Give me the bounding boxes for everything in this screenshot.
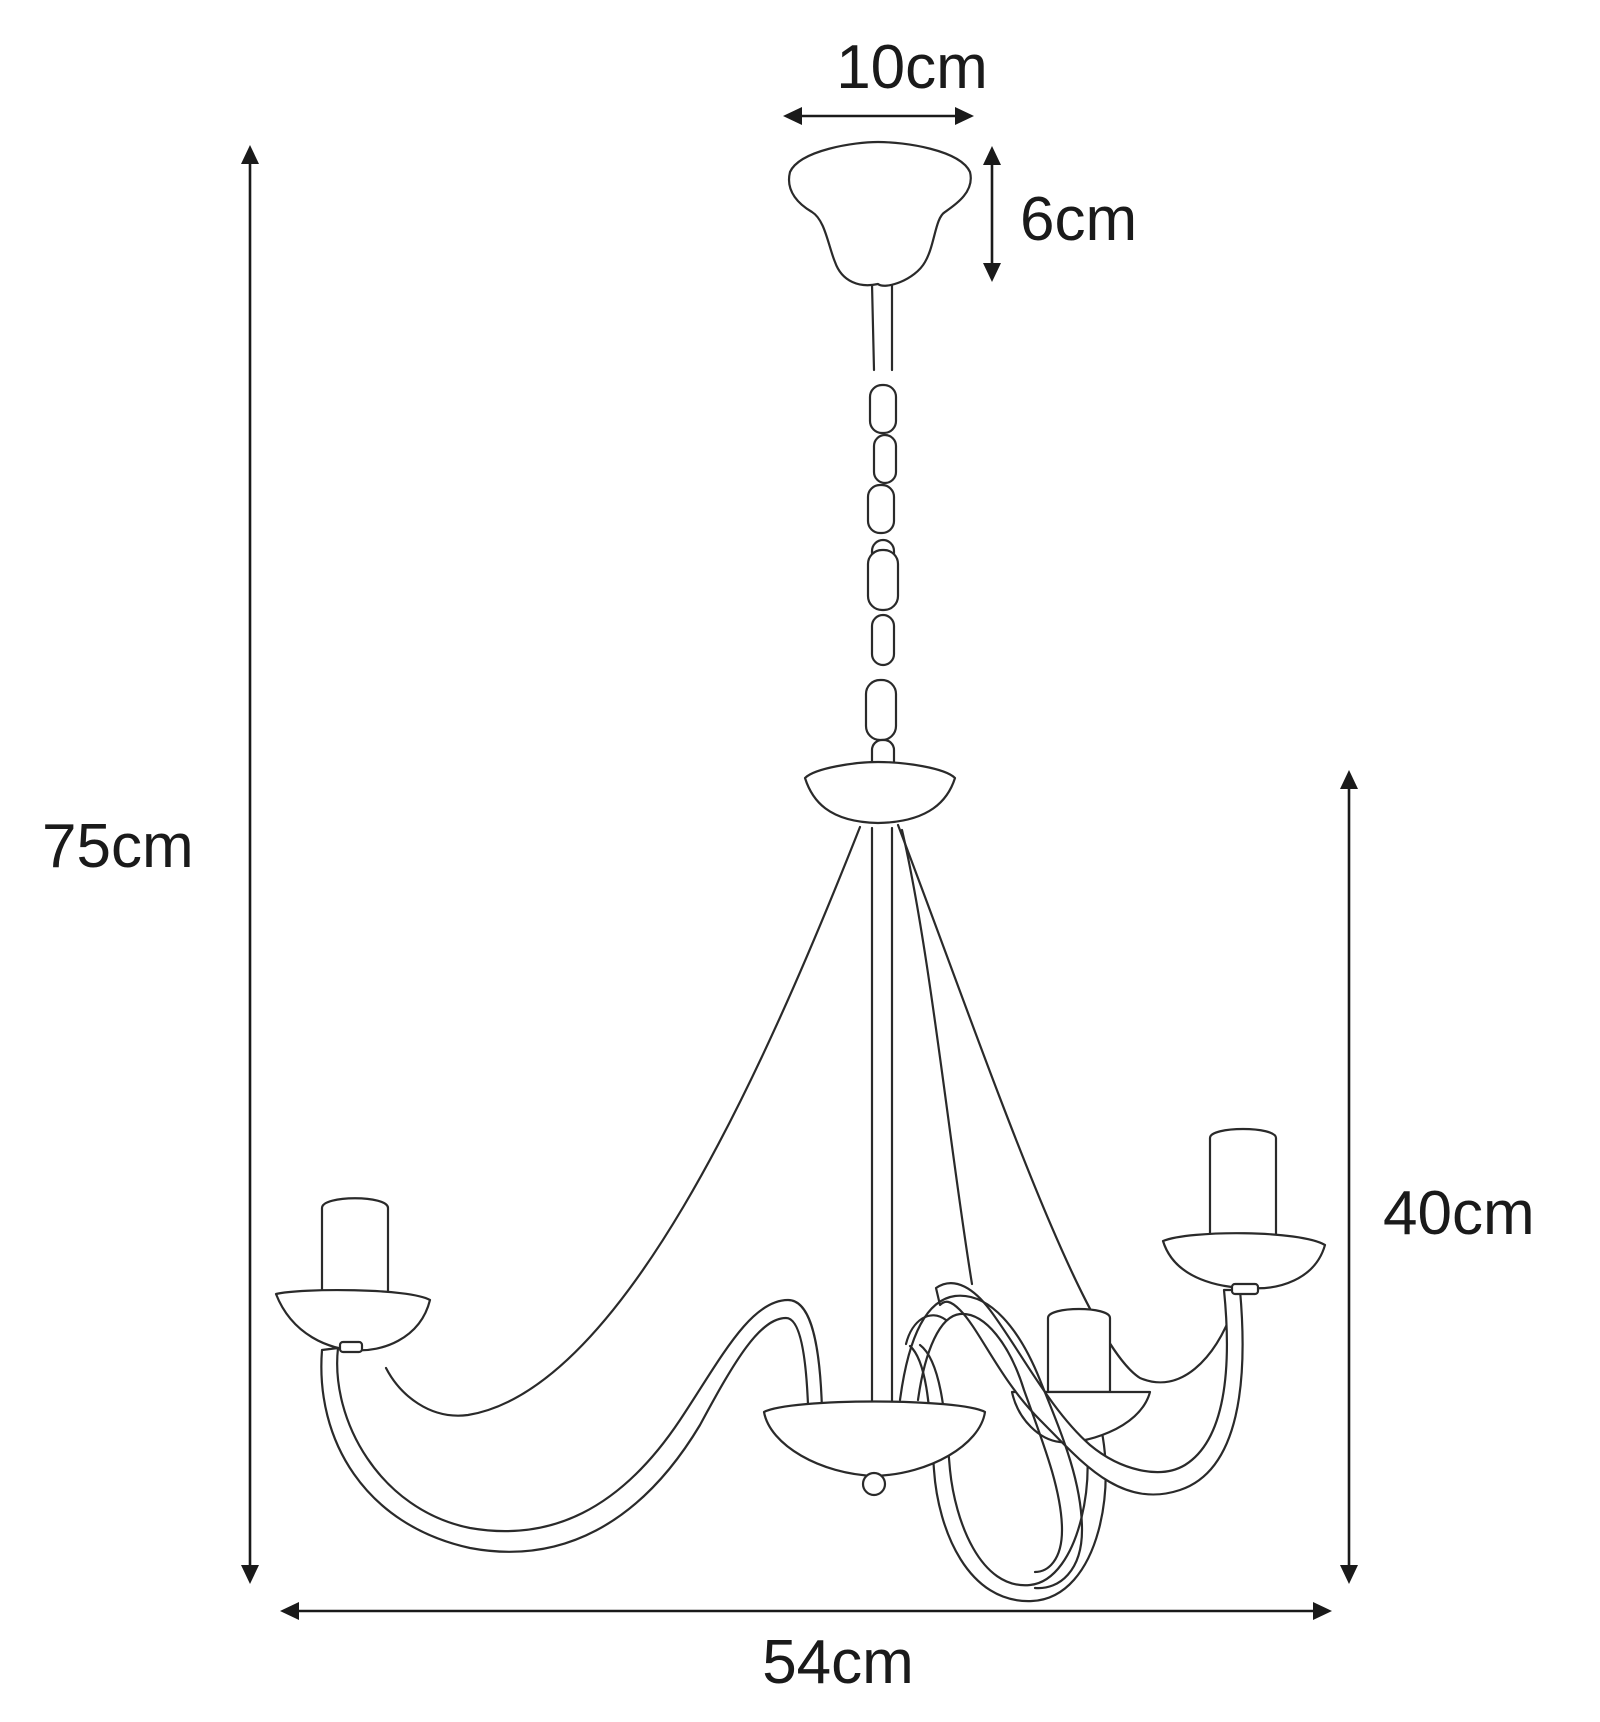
dimension-body-height: 40cm [1340, 770, 1535, 1584]
candle-left [320, 1197, 390, 1296]
bobeche-right [1161, 1232, 1327, 1290]
finial [861, 1471, 887, 1497]
label-canopy-width: 10cm [836, 33, 988, 102]
canopy [787, 140, 972, 287]
dimension-canopy-height: 6cm [983, 146, 1137, 282]
candle-right [1208, 1127, 1278, 1238]
label-total-width: 54cm [762, 1628, 914, 1697]
arm-right [934, 1127, 1327, 1496]
wire-left [384, 825, 862, 1417]
candle-back [1046, 1307, 1112, 1394]
lower-bowl [762, 1400, 987, 1478]
dimension-canopy-width: 10cm [783, 33, 988, 125]
central-rod [870, 826, 894, 1412]
label-total-height: 75cm [42, 812, 194, 881]
chain [864, 282, 900, 777]
arm-front [898, 1294, 1084, 1590]
label-body-height: 40cm [1383, 1179, 1535, 1248]
arm-left [274, 1197, 824, 1553]
dimension-total-width: 54cm [280, 1602, 1332, 1697]
dimension-total-height: 75cm [42, 145, 259, 1584]
bobeche-left [274, 1288, 432, 1352]
chandelier [274, 140, 1327, 1603]
wire-center [900, 828, 974, 1286]
upper-cup [803, 760, 957, 825]
label-canopy-height: 6cm [1020, 185, 1137, 254]
